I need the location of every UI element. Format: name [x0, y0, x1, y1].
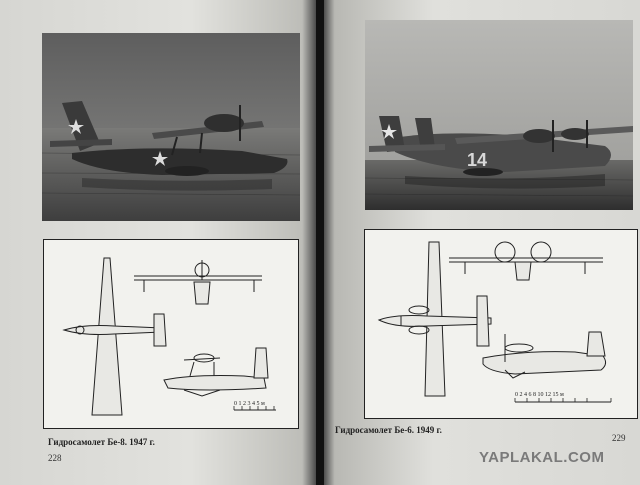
- left-drawing-be8: 0 1 2 3 4 5 м: [43, 239, 299, 429]
- watermark-logo: YAPLAKAL.COM: [479, 449, 605, 466]
- left-caption: Гидросамолет Бе-8. 1947 г.: [48, 437, 155, 447]
- left-scale-label: 0 1 2 3 4 5 м: [234, 401, 265, 407]
- right-page: 14: [322, 0, 640, 485]
- right-scale-label: 0 2 4 6 8 10 12 15 м: [515, 392, 564, 398]
- left-page-number: 228: [48, 453, 62, 463]
- right-page-number: 229: [612, 433, 626, 443]
- right-drawing-be6: 0 2 4 6 8 10 12 15 м: [364, 229, 638, 419]
- book-gutter: [316, 0, 324, 485]
- left-page: 0 1 2 3 4 5 м Гидросамолет Бе-8. 1947 г.…: [0, 0, 318, 485]
- tail-number: 14: [467, 150, 487, 170]
- left-photo-be8: [42, 33, 300, 221]
- right-caption: Гидросамолет Бе-6. 1949 г.: [335, 425, 442, 435]
- right-photo-be6: 14: [365, 20, 633, 210]
